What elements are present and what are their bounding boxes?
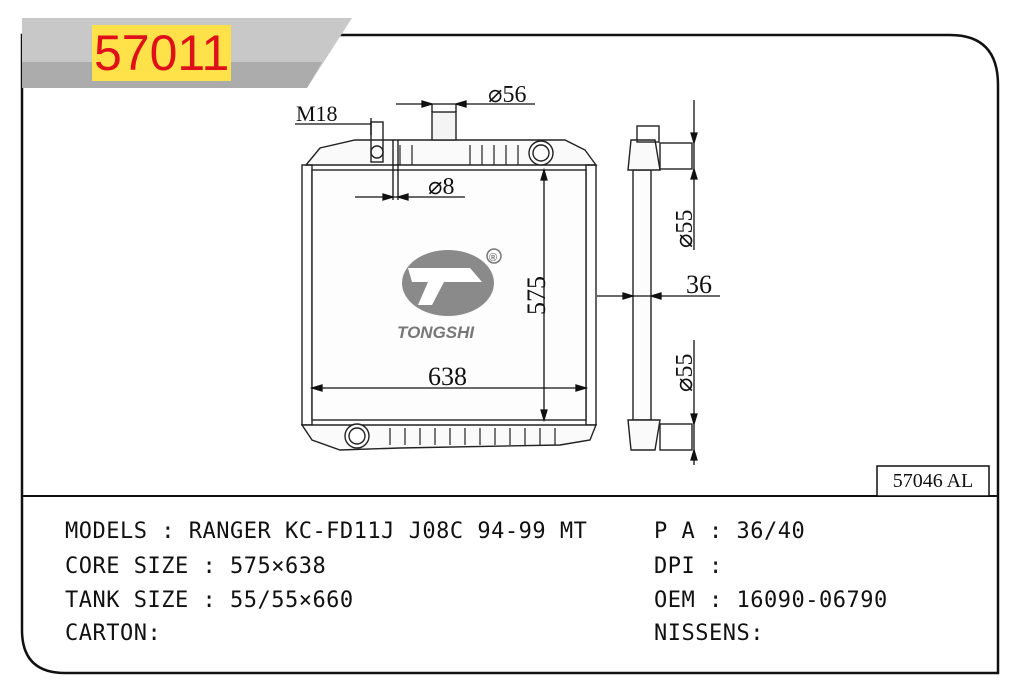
core-height-label: 575 (522, 276, 551, 315)
registered-mark: ® (489, 252, 497, 264)
right-side-plate (585, 164, 597, 426)
sheet-frame (20, 33, 1000, 675)
spec-sep: : (695, 554, 737, 579)
upper-tank-label: ⌀55 (672, 210, 698, 248)
spec-value: 16090-06790 (736, 588, 888, 613)
spec-sep: : (695, 519, 737, 544)
side-lower-tank (627, 419, 661, 451)
filler-neck (431, 111, 457, 141)
spec-value: 36/40 (736, 519, 806, 544)
spec-sep: : (147, 621, 162, 646)
spec-nissens: NISSENS: (654, 621, 764, 646)
dimension-lines (295, 100, 589, 423)
spec-tank-size: TANK SIZE : 55/55×660 (65, 588, 354, 613)
lower-tank (300, 424, 598, 451)
radiator-side-view (627, 125, 693, 451)
spec-label: OEM (654, 588, 696, 613)
spec-sep: : (188, 588, 230, 613)
spec-label: NISSENS (654, 621, 751, 646)
left-side-plate (301, 164, 313, 426)
side-dimension-lines (597, 100, 720, 465)
spec-label: TANK SIZE (65, 588, 189, 613)
bolt (370, 121, 384, 163)
spec-label: MODELS (65, 519, 148, 544)
spec-pa: P A : 36/40 (654, 519, 805, 544)
side-filler-cap (636, 125, 660, 143)
brand-logo (402, 248, 502, 316)
spec-label: CORE SIZE (65, 554, 189, 579)
spec-carton: CARTON: (65, 621, 161, 646)
bolt-thread-label: M18 (296, 101, 338, 126)
spec-dpi: DPI : (654, 554, 737, 579)
core-thickness-label: 36 (686, 270, 712, 299)
spec-value: 55/55×660 (229, 588, 354, 613)
upper-tank-ribs (399, 145, 519, 165)
spec-sep: : (695, 588, 737, 613)
alt-code: 57046 AL (892, 470, 974, 492)
lower-tank-ribs (389, 428, 556, 445)
spec-value: 575×638 (229, 554, 327, 579)
brand-name: TONGSHI (397, 323, 475, 342)
side-core (632, 169, 652, 421)
spec-models: MODELS : RANGER KC-FD11J J08C 94-99 MT (65, 519, 587, 544)
spec-label: CARTON (65, 621, 148, 646)
core-width-label: 638 (428, 362, 467, 391)
registered-mark-circle (486, 248, 502, 264)
cap-diameter-label: ⌀56 (488, 82, 526, 108)
spec-sep: : (750, 621, 764, 646)
brand-logo-mark (402, 250, 494, 316)
spec-label: DPI (654, 554, 696, 579)
alt-code-box (876, 465, 990, 497)
side-outlet-pipe (659, 423, 693, 451)
spec-sep: : (147, 519, 189, 544)
spec-label: P A (654, 519, 696, 544)
side-upper-tank (627, 139, 661, 171)
lower-tank-label: ⌀55 (672, 354, 698, 392)
part-number: 57011 (92, 25, 232, 81)
part-number-text: 57011 (92, 25, 232, 81)
spec-sep: : (188, 554, 230, 579)
drain-diameter-label: ⌀8 (428, 174, 454, 200)
side-inlet-pipe (659, 142, 693, 170)
spec-value: RANGER KC-FD11J J08C 94-99 MT (188, 519, 588, 544)
spec-oem: OEM : 16090-06790 (654, 588, 888, 613)
spec-core-size: CORE SIZE : 575×638 (65, 554, 326, 579)
